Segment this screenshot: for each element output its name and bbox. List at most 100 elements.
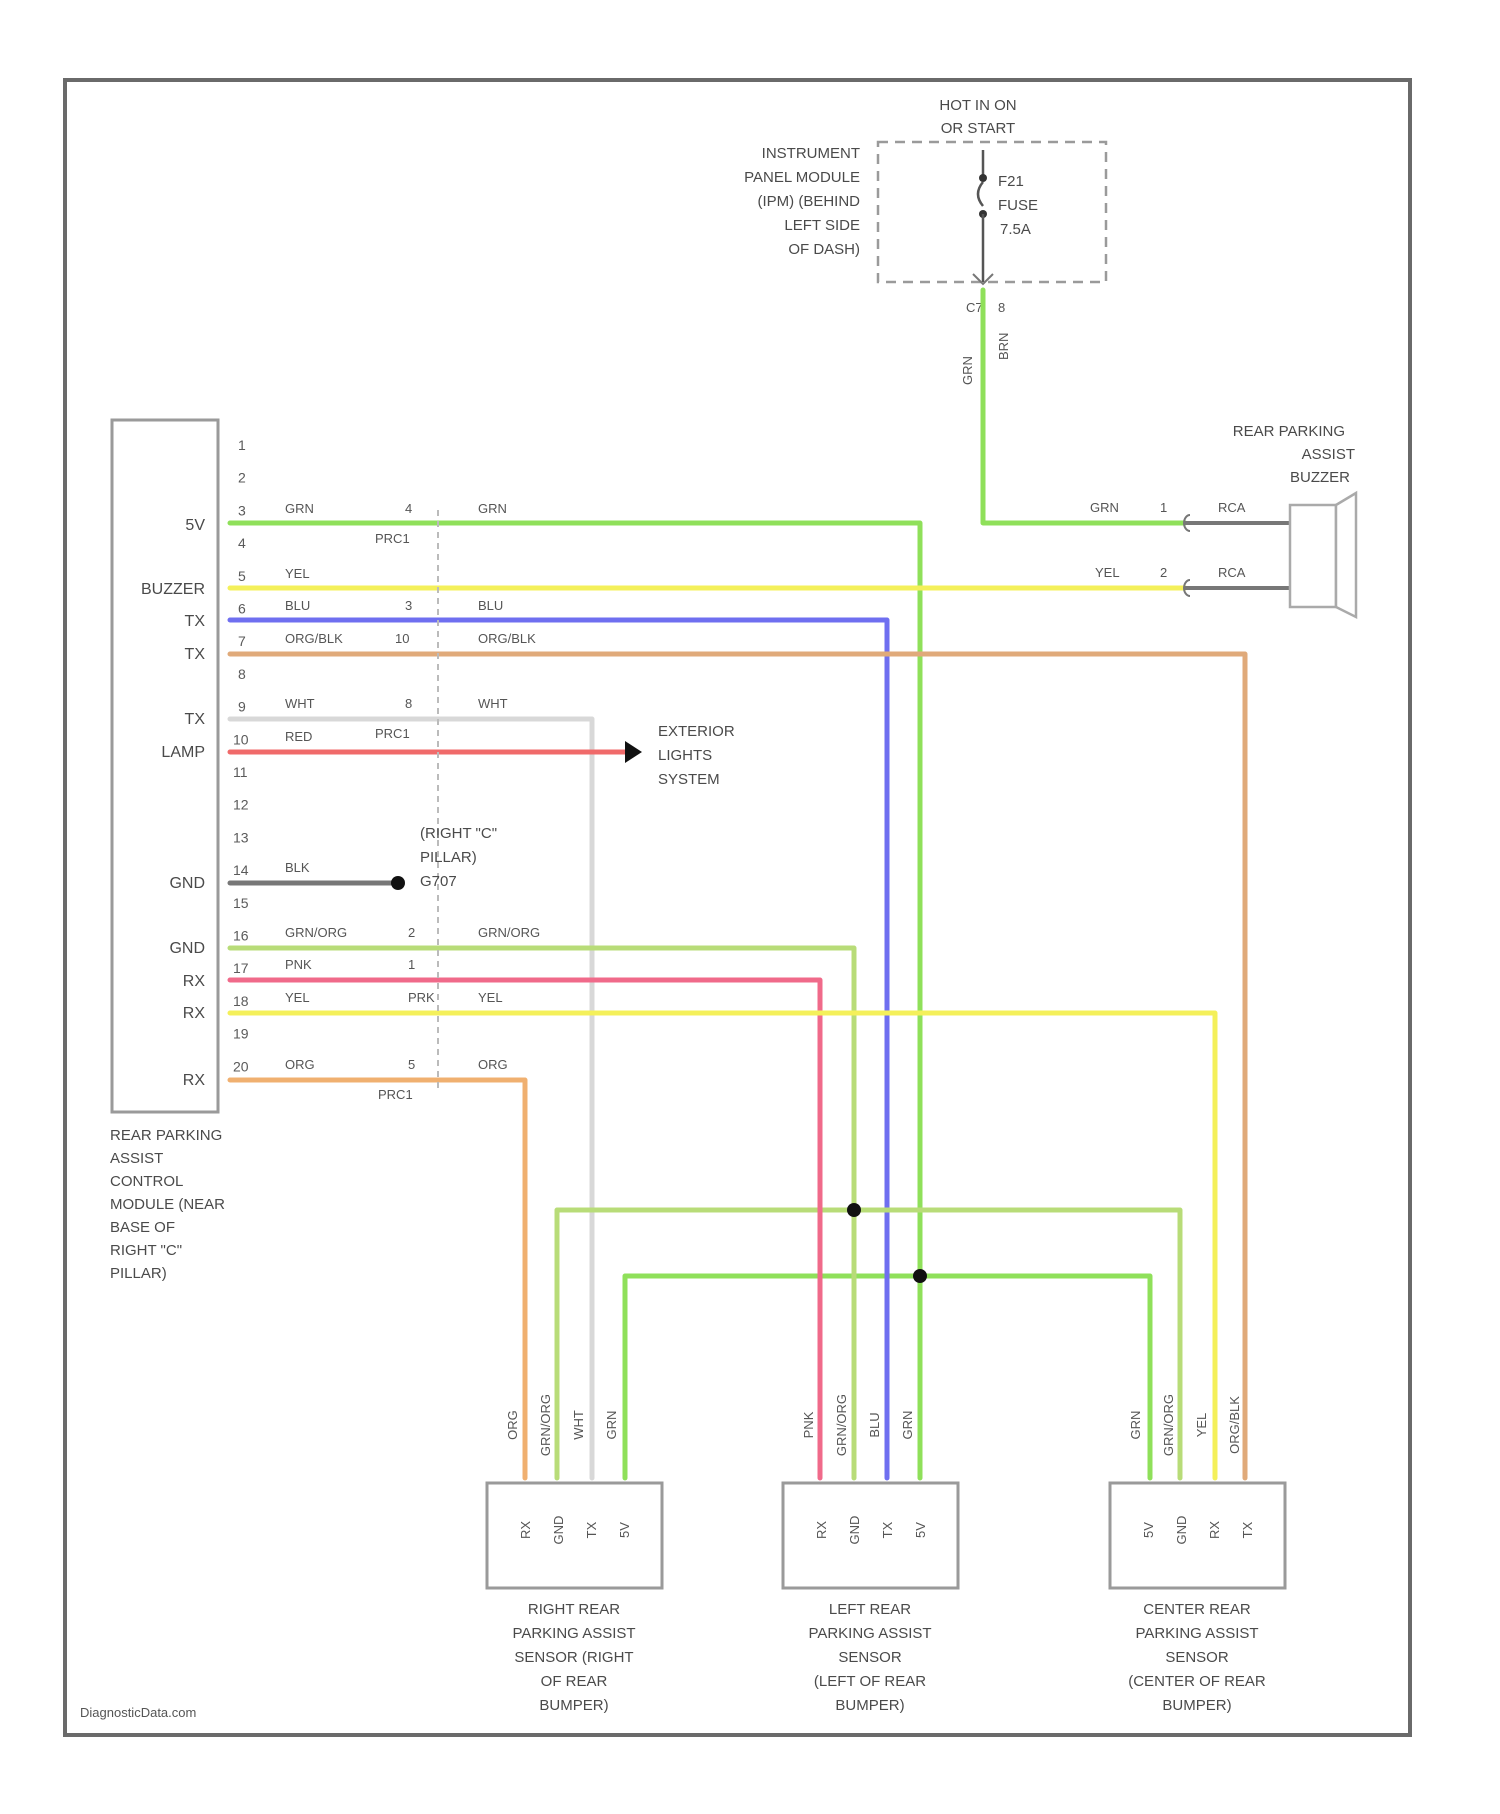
- module-pin-11: 11: [233, 764, 248, 780]
- sensor-pin-label: TX: [1240, 1521, 1255, 1538]
- external-labels: EXTERIOR LIGHTS SYSTEM (RIGHT "C" PILLAR…: [420, 723, 735, 890]
- w14-color: BLK: [285, 860, 310, 875]
- w9-pin: 8: [405, 696, 412, 711]
- module-label-line3: CONTROL: [110, 1173, 183, 1190]
- signal-p3: 5V: [185, 517, 205, 534]
- ipm-label-line3: (IPM) (BEHIND: [758, 193, 861, 210]
- fuse-label-line1: F21: [998, 173, 1024, 190]
- buzzer-body: [1290, 505, 1336, 607]
- wire-5v-feed: [983, 290, 1185, 523]
- ground-label-line3: G707: [420, 873, 457, 890]
- w18-color: YEL: [285, 990, 310, 1005]
- speaker-icon: [1336, 493, 1356, 617]
- sensor-wire-color: WHT: [571, 1410, 586, 1440]
- instrument-panel-module: HOT IN ON OR START INSTRUMENT PANEL MODU…: [744, 97, 1106, 385]
- sensor-wire-color: YEL: [1194, 1413, 1209, 1438]
- buzzer-label-line1: REAR PARKING: [1233, 423, 1345, 440]
- power-label-line2: OR START: [941, 120, 1015, 137]
- ipm-pin-b: 8: [998, 300, 1005, 315]
- signal-p17: RX: [183, 973, 206, 990]
- sensor-label-line: OF REAR: [541, 1673, 608, 1690]
- exterior-lights-line2: LIGHTS: [658, 747, 712, 764]
- sensor-label-line: (LEFT OF REAR: [814, 1673, 926, 1690]
- arrow-icon: [625, 741, 642, 763]
- sensor-label-line: PARKING ASSIST: [512, 1625, 635, 1642]
- exterior-lights-line3: SYSTEM: [658, 771, 720, 788]
- sensor-wire-color: GRN: [604, 1411, 619, 1440]
- module-pin-13: 13: [233, 829, 249, 845]
- fuse-icon: [978, 182, 983, 206]
- wires: [230, 290, 1245, 1478]
- w3-color: GRN: [285, 501, 314, 516]
- w9-conn: PRC1: [375, 726, 410, 741]
- w5-color: YEL: [285, 566, 310, 581]
- signal-p9: TX: [185, 711, 206, 728]
- w18-color2: YEL: [478, 990, 503, 1005]
- w9-color: WHT: [285, 696, 315, 711]
- ipm-label-line4: LEFT SIDE: [784, 217, 860, 234]
- sensor-label-line: CENTER REAR: [1143, 1601, 1251, 1618]
- sensor-label-line: PARKING ASSIST: [1135, 1625, 1258, 1642]
- fuse-label-line3: 7.5A: [1000, 221, 1031, 238]
- w20-color2: ORG: [478, 1057, 508, 1072]
- w7-pin: 10: [395, 631, 409, 646]
- sensor-label-line: BUMPER): [1162, 1697, 1231, 1714]
- sensor-label-line: PARKING ASSIST: [808, 1625, 931, 1642]
- module-pin-19: 19: [233, 1026, 249, 1042]
- w16-color: GRN/ORG: [285, 925, 347, 940]
- sensor-label-line: SENSOR: [1165, 1649, 1229, 1666]
- power-label-line1: HOT IN ON: [939, 97, 1016, 114]
- ipm-wire-color-b: BRN: [996, 333, 1011, 360]
- fuse-label-line2: FUSE: [998, 197, 1038, 214]
- sensor-wire-color: GRN/ORG: [538, 1394, 553, 1456]
- sensor-pin-label: RX: [814, 1521, 829, 1539]
- signal-p16: GND: [169, 940, 205, 957]
- signal-p7: TX: [185, 646, 206, 663]
- module-pin-10: 10: [233, 731, 249, 747]
- signal-p18: RX: [183, 1005, 206, 1022]
- w17-color: PNK: [285, 957, 312, 972]
- signal-p5: BUZZER: [141, 581, 205, 598]
- module-pin-17: 17: [233, 960, 249, 976]
- w9-color2: WHT: [478, 696, 508, 711]
- w3-pin: 4: [405, 501, 412, 516]
- w6-color: BLU: [285, 598, 310, 613]
- buzzer-label-line3: BUZZER: [1290, 469, 1350, 486]
- sensor-pin-label: GND: [551, 1516, 566, 1545]
- module-pin-15: 15: [233, 895, 249, 911]
- buzzer-w1-color: GRN: [1090, 500, 1119, 515]
- w16-pin: 2: [408, 925, 415, 940]
- buzzer-w2-pin: 2: [1160, 565, 1167, 580]
- sensor-label-line: (CENTER OF REAR: [1128, 1673, 1266, 1690]
- sensor-pin-label: 5V: [913, 1522, 928, 1538]
- sensor-label-line: BUMPER): [539, 1697, 608, 1714]
- w3-color2: GRN: [478, 501, 507, 516]
- w6-pin: 3: [405, 598, 412, 613]
- module-pin-1: 1: [238, 437, 246, 453]
- sensor-wire-color: PNK: [801, 1411, 816, 1438]
- ground-label-line1: (RIGHT "C": [420, 825, 497, 842]
- sensor-wire-color: GRN/ORG: [1161, 1394, 1176, 1456]
- buzzer-w2-color: YEL: [1095, 565, 1120, 580]
- sensor-pin-label: 5V: [617, 1522, 632, 1538]
- module-label-line6: RIGHT "C": [110, 1242, 182, 1259]
- ground-icon: [391, 876, 405, 890]
- sensor-label-line: RIGHT REAR: [528, 1601, 620, 1618]
- sensor-wire-color: GRN/ORG: [834, 1394, 849, 1456]
- signal-p14: GND: [169, 875, 205, 892]
- ipm-label-line5: OF DASH): [788, 241, 860, 258]
- module-label-line2: ASSIST: [110, 1150, 163, 1167]
- w6-color2: BLU: [478, 598, 503, 613]
- sensor-wire-color: GRN: [900, 1411, 915, 1440]
- sensor-box: [487, 1483, 662, 1588]
- splice-dot-gnd: [847, 1203, 861, 1217]
- w10-color: RED: [285, 729, 312, 744]
- exterior-lights-line1: EXTERIOR: [658, 723, 735, 740]
- sensor-pin-label: GND: [1174, 1516, 1189, 1545]
- module-pin-20: 20: [233, 1058, 249, 1074]
- sensor-pin-label: TX: [584, 1521, 599, 1538]
- sensor-label-line: SENSOR: [838, 1649, 902, 1666]
- wire-5v-grn: [230, 523, 920, 1478]
- module-label-line1: REAR PARKING: [110, 1127, 222, 1144]
